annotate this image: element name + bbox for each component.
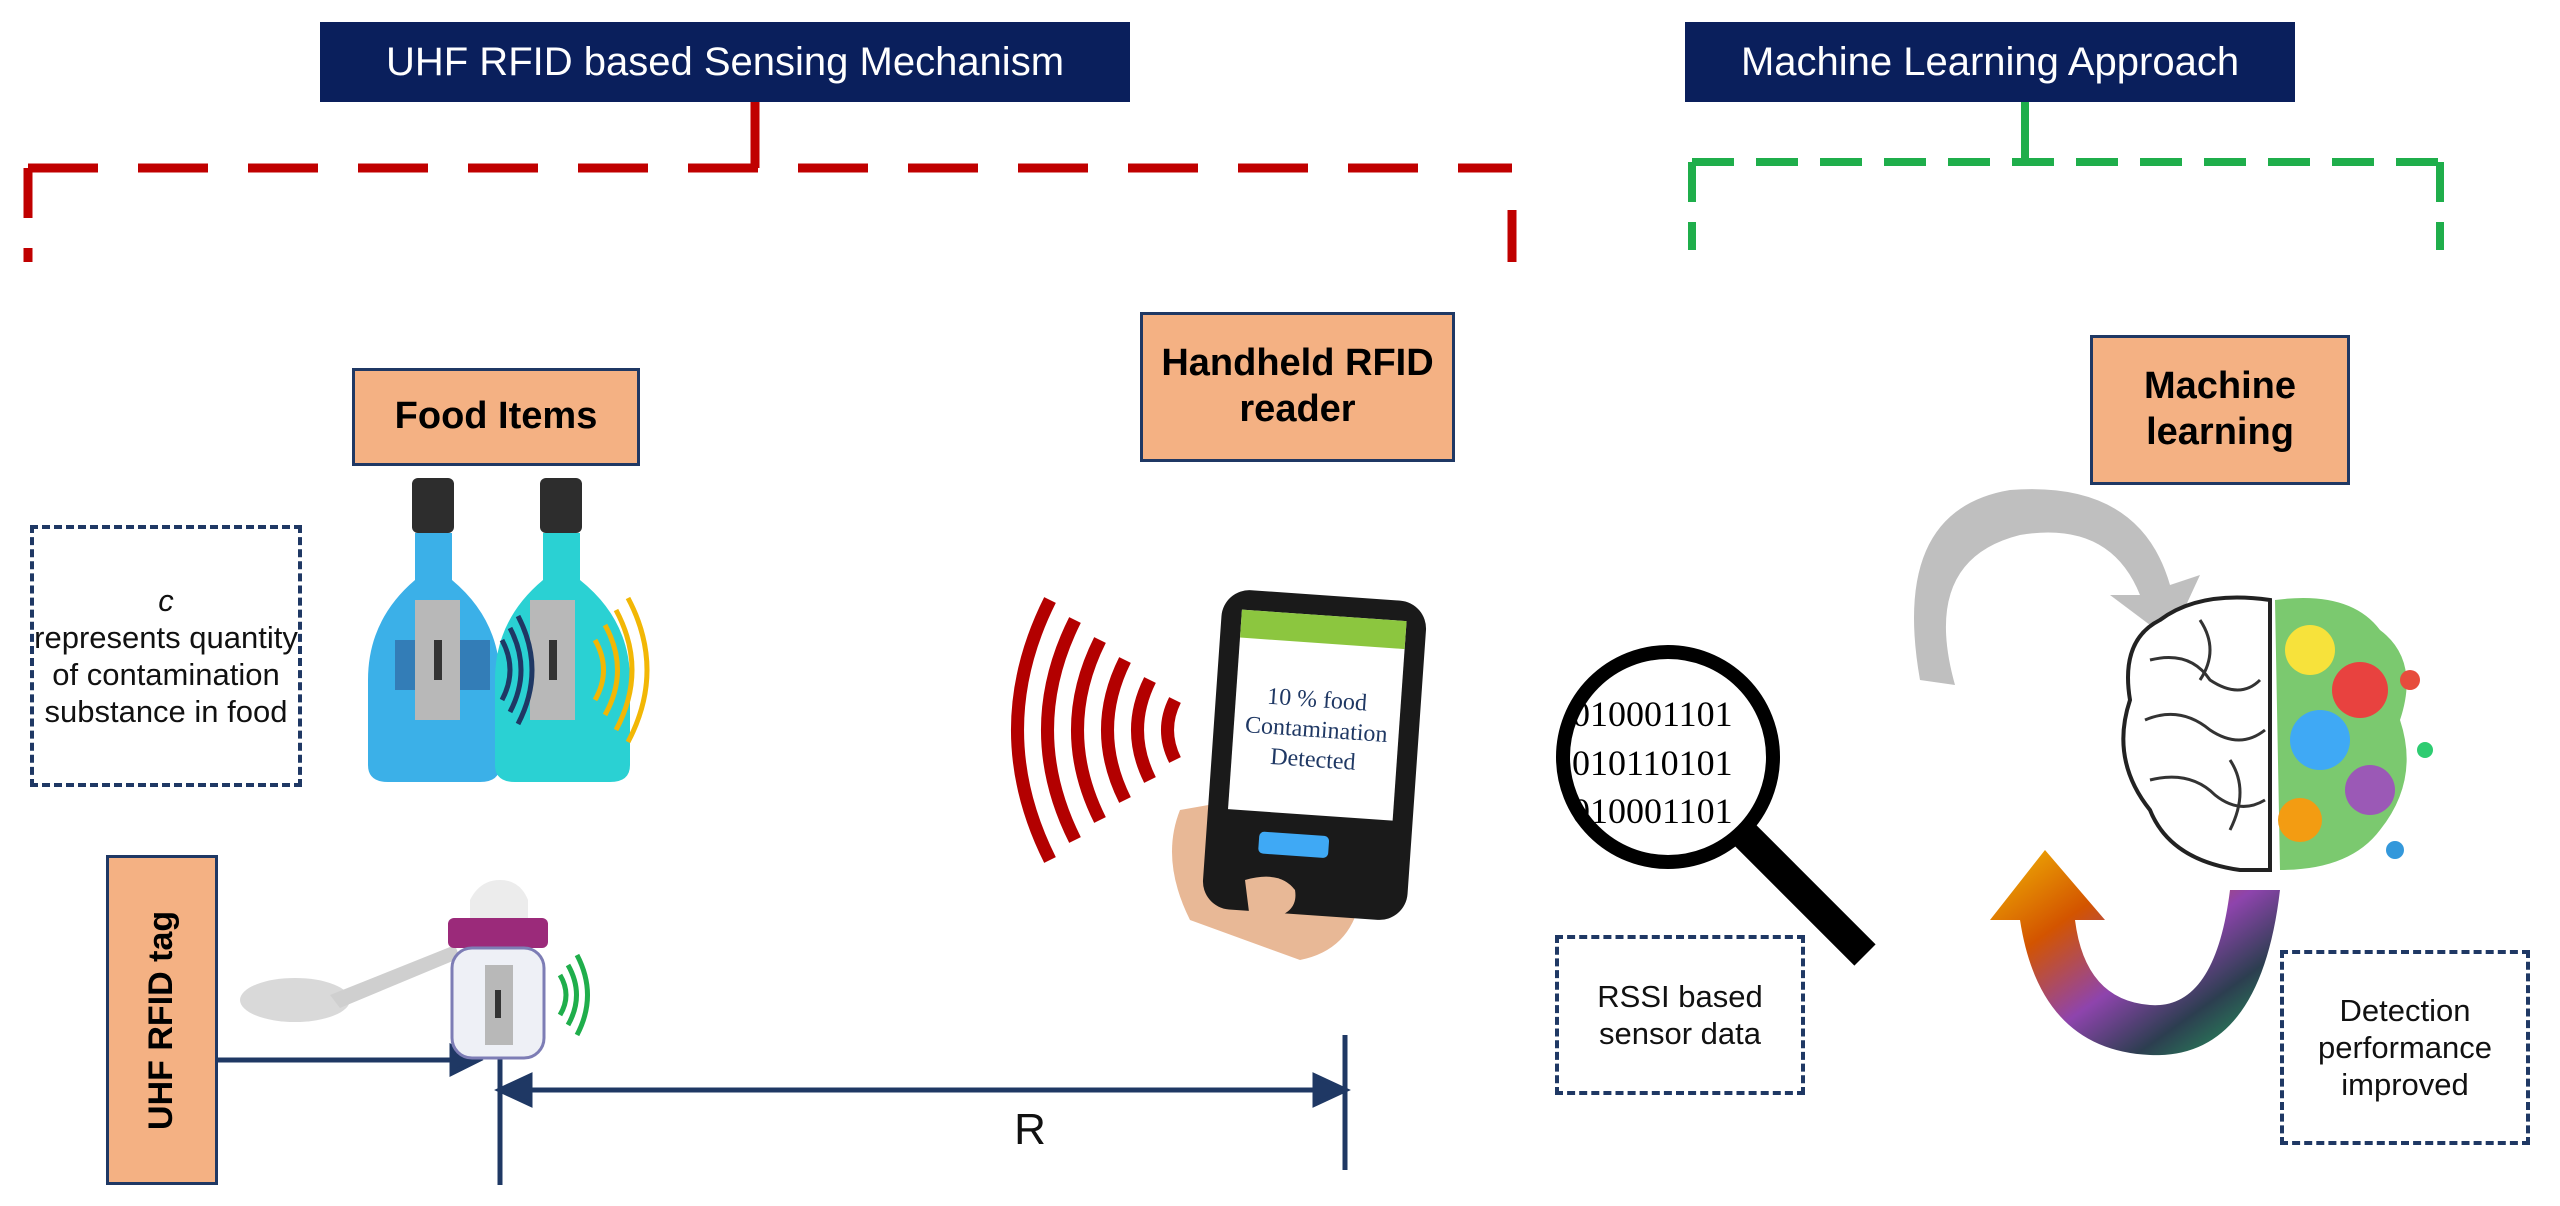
note-rssi-data: RSSI based sensor data [1555, 935, 1805, 1095]
header-uhf-rfid-text: UHF RFID based Sensing Mechanism [385, 39, 1065, 84]
grey-cycle-arrow [1914, 489, 2200, 685]
binary-line: 010001101 [1572, 791, 1733, 832]
label-food-items: Food Items [352, 368, 640, 466]
label-machine-learning: Machine learning [2090, 335, 2350, 485]
note-c-symbol: c [158, 582, 174, 618]
baby-bottle-illustration [240, 880, 590, 1060]
magnifier-icon [1556, 645, 1876, 966]
header-uhf-rfid: UHF RFID based Sensing Mechanism [320, 22, 1130, 102]
label-handheld-reader: Handheld RFID reader [1140, 312, 1455, 462]
note-contamination-quantity: c represents quantity of contamination s… [30, 525, 302, 787]
brain-illustration [2121, 595, 2433, 872]
rainbow-cycle-arrow [1990, 850, 2280, 1056]
red-dashed-bracket [23, 102, 1517, 262]
note-detection-performance: Detection performance improved [2280, 950, 2530, 1145]
binary-line: 010001101 [1572, 694, 1733, 734]
header-machine-learning-text: Machine Learning Approach [1740, 39, 2240, 84]
handheld-reader-illustration [1172, 590, 1427, 960]
green-dashed-bracket [1688, 102, 2444, 250]
distance-label: R [1014, 1105, 1046, 1154]
food-bottles-illustration [355, 470, 695, 790]
binary-line: 010110101 [1572, 742, 1733, 783]
binary-data: 010001101 010110101 010001101 [1572, 690, 1762, 836]
phone-screen-message: 10 % food Contamination Detected [1244, 683, 1389, 776]
reader-signal-waves [1011, 597, 1181, 863]
distance-indicator [218, 1035, 1351, 1185]
note-c-description: represents quantity of contamination sub… [34, 619, 298, 730]
header-machine-learning: Machine Learning Approach [1685, 22, 2295, 102]
label-uhf-rfid-tag: UHF RFID tag [106, 855, 218, 1185]
